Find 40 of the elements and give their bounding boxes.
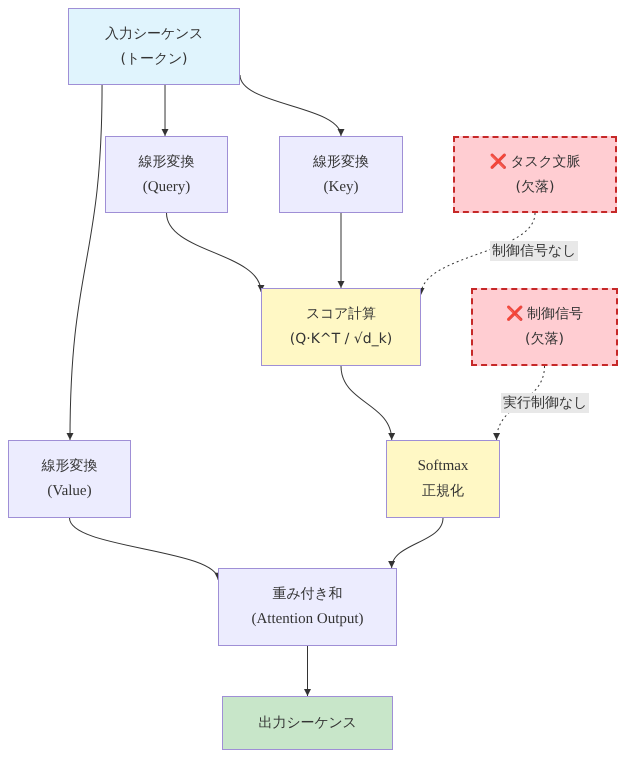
box-label: 正規化 [422,482,464,501]
box-label: (Key) [324,178,358,196]
box-label: (欠落) [516,178,554,196]
box-label: スコア計算 [306,305,376,324]
process-box [279,136,403,213]
edge-label: 実行制御なし [501,393,589,413]
input-box [68,8,240,85]
box-label: 重み付き和 [272,585,342,604]
edge-label: 制御信号なし [490,241,578,261]
missing-box [471,288,618,366]
arrow [304,646,311,696]
box-label: ❌ タスク文脈 [489,152,581,172]
arrow [162,84,169,136]
dotted-arrow [419,212,536,296]
box-label: 入力シーケンス [105,24,203,44]
missing-box [453,136,617,213]
process-box [386,440,500,518]
process-box [218,568,397,646]
box-label: ❌ 制御信号 [506,304,584,324]
box-label: 線形変換 [138,152,194,172]
arrow [66,84,103,440]
box-label: (Value) [47,482,92,501]
arrow [338,212,344,288]
arrow [389,518,444,568]
box-label: (Attention Output) [251,610,364,629]
box-label: (Query) [142,178,190,196]
process-box [261,288,421,366]
process-box [8,440,131,518]
box-label: Softmax [418,457,468,476]
box-label: 線形変換 [42,457,98,476]
output-box [222,696,393,750]
box-label: (欠落) [525,330,564,349]
box-label: (トークン) [120,50,188,68]
process-box [105,136,228,213]
arrow [340,366,394,440]
arrow [166,212,264,292]
box-label: 出力シーケンス [258,714,356,732]
arrow [69,518,219,580]
box-label: (Q·K^T / √d_k) [290,330,392,349]
box-label: 線形変換 [313,152,369,172]
